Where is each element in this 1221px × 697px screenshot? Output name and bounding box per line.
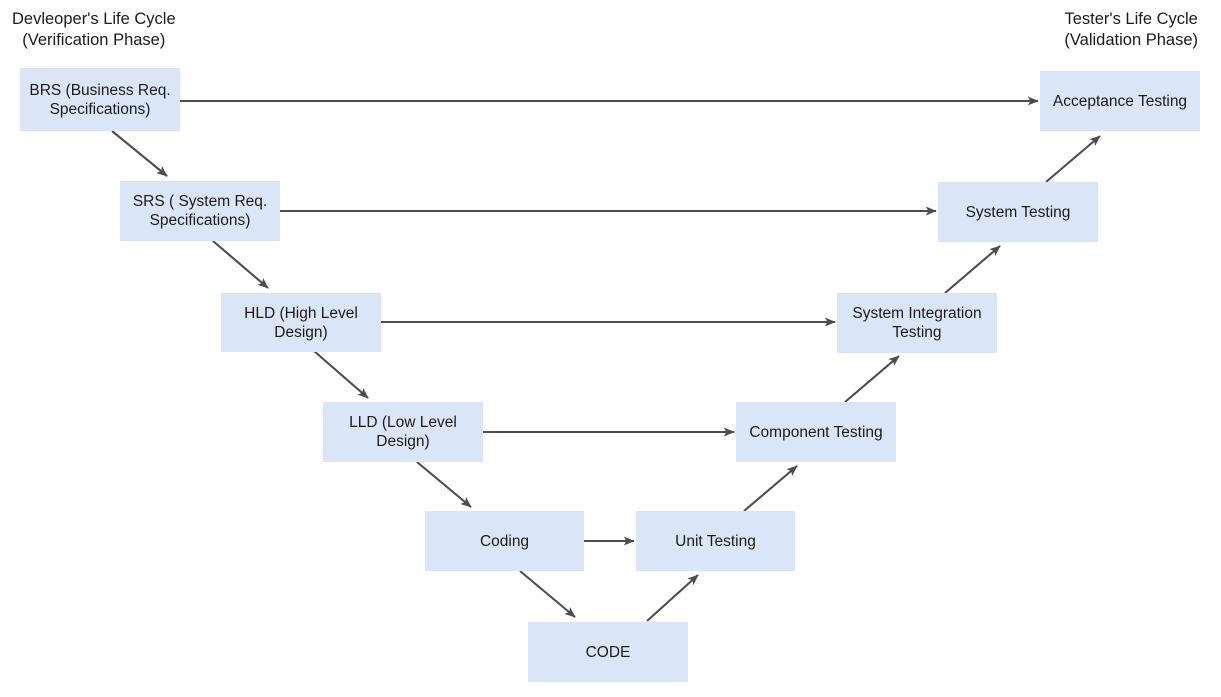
node-component-testing[interactable]: Component Testing [736,402,896,462]
node-unit-testing[interactable]: Unit Testing [636,511,795,571]
edge-brs-to-srs [111,130,168,177]
edge-code-to-unit-testing [646,574,699,622]
node-coding[interactable]: Coding [425,511,584,571]
edge-system-testing-to-acceptance-testing [1045,135,1101,183]
edge-system-integration-testing-to-system-testing [944,245,1001,294]
tester-life-cycle-title: Tester's Life Cycle (Validation Phase) [1064,10,1198,49]
node-lld[interactable]: LLD (Low Level Design) [323,402,483,462]
edge-component-testing-to-system-integration-testing [844,355,900,403]
node-brs[interactable]: BRS (Business Req. Specifications) [20,68,180,131]
node-acceptance-testing[interactable]: Acceptance Testing [1040,71,1200,131]
edge-lld-to-coding [416,461,472,508]
node-system-testing[interactable]: System Testing [938,182,1098,242]
node-system-integration-testing[interactable]: System Integration Testing [837,293,997,353]
node-srs[interactable]: SRS ( System Req. Specifications) [120,181,280,241]
edge-coding-to-code [519,570,576,618]
node-code[interactable]: CODE [528,622,688,682]
edge-hld-to-lld [313,350,369,399]
edge-unit-testing-to-component-testing [743,465,798,512]
edge-srs-to-hld [212,240,269,289]
node-hld[interactable]: HLD (High Level Design) [221,293,381,352]
developer-life-cycle-title: Devleoper's Life Cycle (Verification Pha… [12,10,176,49]
